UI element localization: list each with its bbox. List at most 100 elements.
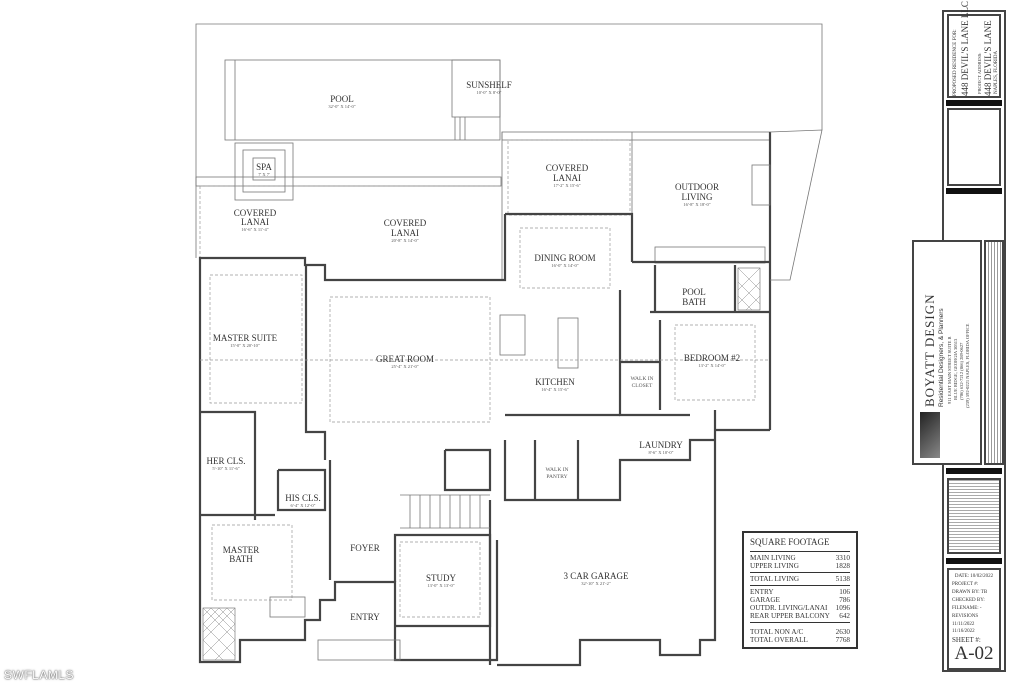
svg-text:KITCHEN: KITCHEN xyxy=(535,377,575,387)
svg-text:GREAT ROOM: GREAT ROOM xyxy=(376,354,434,364)
svg-text:20'-8" X 14'-0": 20'-8" X 14'-0" xyxy=(391,238,418,243)
svg-text:COVERED: COVERED xyxy=(384,218,427,228)
divider xyxy=(946,558,1002,564)
svg-text:8'-6" X 10'-0": 8'-6" X 10'-0" xyxy=(648,450,673,455)
svg-text:MASTER: MASTER xyxy=(223,545,260,555)
svg-text:13'-0" X 13'-0": 13'-0" X 13'-0" xyxy=(427,583,454,588)
site-line xyxy=(195,23,823,258)
svg-text:LAUNDRY: LAUNDRY xyxy=(639,440,683,450)
svg-text:BATH: BATH xyxy=(682,297,706,307)
room-bedroom-2: BEDROOM #213'-2" X 14'-0" xyxy=(684,353,740,368)
svg-text:FOYER: FOYER xyxy=(350,543,380,553)
svg-text:25'-4" X 21'-0": 25'-4" X 21'-0" xyxy=(391,364,418,369)
square-footage-title: SQUARE FOOTAGE xyxy=(750,537,830,547)
svg-text:STUDY: STUDY xyxy=(426,573,457,583)
sheet-number: A-02 xyxy=(954,643,994,664)
svg-text:16'-4" X 15'-6": 16'-4" X 15'-6" xyxy=(541,387,568,392)
firm-name: BOYATT DESIGN xyxy=(922,293,937,407)
spa-outline xyxy=(234,142,294,201)
room-foyer: FOYER xyxy=(350,543,380,553)
svg-text:WALK IN: WALK IN xyxy=(630,376,653,382)
blank-panel xyxy=(947,108,1001,186)
svg-text:OUTDOOR: OUTDOOR xyxy=(675,182,719,192)
copyright-panel xyxy=(947,478,1001,554)
project-info-panel: PROPOSED RESIDENCE FOR: 448 DEVIL'S LANE… xyxy=(947,1,1001,98)
firm-logo xyxy=(920,412,940,458)
svg-text:3 CAR GARAGE: 3 CAR GARAGE xyxy=(563,571,629,581)
stairs xyxy=(400,494,490,529)
svg-text:DINING ROOM: DINING ROOM xyxy=(534,253,595,263)
svg-text:10'-0" X 8'-0": 10'-0" X 8'-0" xyxy=(476,90,501,95)
svg-text:ENTRY: ENTRY xyxy=(350,612,380,622)
svg-text:LANAI: LANAI xyxy=(553,173,581,183)
svg-text:PANTRY: PANTRY xyxy=(546,474,567,480)
svg-text:13'-2" X 14'-0": 13'-2" X 14'-0" xyxy=(698,363,725,368)
svg-text:32'-10" X 21'-2": 32'-10" X 21'-2" xyxy=(581,581,611,586)
divider xyxy=(946,188,1002,194)
svg-text:32'-0" X 14'-0": 32'-0" X 14'-0" xyxy=(328,104,355,109)
svg-text:17'-2" X 15'-6": 17'-2" X 15'-6" xyxy=(553,183,580,188)
svg-text:MASTER SUITE: MASTER SUITE xyxy=(213,333,278,343)
svg-text:POOL: POOL xyxy=(330,94,354,104)
divider xyxy=(946,468,1002,474)
notes-panel xyxy=(984,240,1004,465)
svg-text:SUNSHELF: SUNSHELF xyxy=(466,80,512,90)
owner-name: 448 DEVIL'S LANE LLC xyxy=(960,1,970,96)
pool-outline xyxy=(224,59,501,141)
svg-text:BATH: BATH xyxy=(229,554,253,564)
svg-text:HER CLS.: HER CLS. xyxy=(206,456,245,466)
svg-text:COVERED: COVERED xyxy=(234,208,277,218)
svg-text:LANAI: LANAI xyxy=(391,228,419,238)
svg-text:6'-4" X 12'-0": 6'-4" X 12'-0" xyxy=(290,503,315,508)
svg-text:16'-6" X 11'-4": 16'-6" X 11'-4" xyxy=(241,227,268,232)
svg-text:15'-0" X 20'-10": 15'-0" X 20'-10" xyxy=(230,343,260,348)
svg-text:WALK IN: WALK IN xyxy=(545,467,568,473)
watermark: SWFLAMLS xyxy=(4,668,75,682)
svg-text:BEDROOM #2: BEDROOM #2 xyxy=(684,353,740,363)
sunshelf-outline xyxy=(451,59,501,118)
svg-text:16'-8" X 18'-0": 16'-8" X 18'-0" xyxy=(683,202,710,207)
room-entry: ENTRY xyxy=(350,612,380,622)
firm-panel: BOYATT DESIGN Residential Designers, & P… xyxy=(912,240,982,465)
svg-text:COVERED: COVERED xyxy=(546,163,589,173)
svg-text:CLOSET: CLOSET xyxy=(632,383,653,389)
project-address: 448 DEVIL'S LANE xyxy=(983,20,993,96)
svg-text:HIS CLS.: HIS CLS. xyxy=(285,493,321,503)
svg-text:LANAI: LANAI xyxy=(241,217,269,227)
room-her-closet: HER CLS.5'-10" X 11'-6" xyxy=(206,456,245,471)
sheet-info-panel: DATE: 10/02/2022 PROJECT #: DRAWN BY: TB… xyxy=(947,568,1001,670)
room-his-closet: HIS CLS.6'-4" X 12'-0" xyxy=(285,493,321,508)
svg-text:SPA: SPA xyxy=(256,162,272,172)
svg-text:7' X 7': 7' X 7' xyxy=(258,172,270,177)
svg-text:5'-10" X 11'-6": 5'-10" X 11'-6" xyxy=(212,466,239,471)
svg-text:LIVING: LIVING xyxy=(682,192,713,202)
divider xyxy=(946,100,1002,106)
svg-text:16'-0" X 14'-0": 16'-0" X 14'-0" xyxy=(551,263,578,268)
